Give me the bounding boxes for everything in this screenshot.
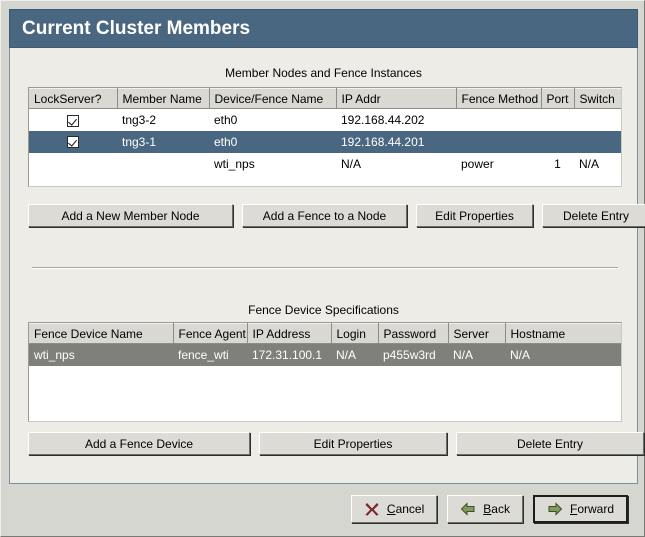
fence-devices-table[interactable]: Fence Device Name Fence Agent IP Address… <box>28 322 622 422</box>
cell-ip-addr: N/A <box>336 152 456 175</box>
dialog-content: Member Nodes and Fence Instances LockSer… <box>9 48 645 484</box>
cell-lockserver[interactable] <box>29 108 117 131</box>
back-button[interactable]: Back <box>447 494 523 523</box>
delete-entry-member-button[interactable]: Delete Entry <box>542 204 645 227</box>
member-nodes-grid: LockServer? Member Name Device/Fence Nam… <box>29 88 621 175</box>
cancel-button-label: Cancel <box>387 502 424 516</box>
cancel-mnemonic: C <box>386 501 396 516</box>
cell-ip-address: 172.31.100.1 <box>247 343 331 366</box>
col-header-switch[interactable]: Switch <box>574 88 621 109</box>
cancel-button[interactable]: Cancel <box>350 494 438 523</box>
cell-port <box>541 130 574 153</box>
fence-table-header-row: Fence Device Name Fence Agent IP Address… <box>29 323 621 344</box>
delete-entry-fence-button[interactable]: Delete Entry <box>456 432 644 455</box>
member-section-buttons: Add a New Member Node Add a Fence to a N… <box>28 204 645 227</box>
cell-fence-agent: fence_wti <box>173 343 247 366</box>
add-new-member-node-button[interactable]: Add a New Member Node <box>28 204 233 227</box>
col-header-fence-device-name[interactable]: Fence Device Name <box>29 323 174 344</box>
cell-server: N/A <box>448 343 505 366</box>
member-nodes-table[interactable]: LockServer? Member Name Device/Fence Nam… <box>28 87 622 187</box>
cell-fence-method <box>456 108 541 131</box>
cell-fence-method: power <box>456 152 541 175</box>
cell-switch: N/A <box>574 152 621 175</box>
lockserver-checkbox[interactable] <box>67 114 79 127</box>
col-header-password[interactable]: Password <box>378 323 449 344</box>
back-button-label: Back <box>483 502 510 516</box>
cell-fence-device-name: wti_nps <box>29 343 173 366</box>
fence-section-buttons: Add a Fence Device Edit Properties Delet… <box>28 432 644 455</box>
cell-device-fence-name: eth0 <box>209 108 336 131</box>
back-mnemonic: B <box>483 501 492 516</box>
arrow-right-icon <box>547 501 563 517</box>
forward-suffix: orward <box>577 501 614 516</box>
arrow-left-icon <box>460 501 476 517</box>
cell-port: 1 <box>541 152 574 175</box>
cell-hostname: N/A <box>505 343 621 366</box>
fence-section-caption: Fence Device Specifications <box>248 303 399 317</box>
cell-member-name: tng3-1 <box>117 130 209 153</box>
cell-device-fence-name: eth0 <box>209 130 336 153</box>
col-header-device-fence-name[interactable]: Device/Fence Name <box>209 88 337 109</box>
cancel-suffix: ancel <box>395 501 425 516</box>
cell-login: N/A <box>331 343 378 366</box>
forward-button[interactable]: Forward <box>532 494 628 523</box>
add-fence-device-button[interactable]: Add a Fence Device <box>28 432 250 455</box>
table-row[interactable]: wti_nps N/A power 1 N/A <box>29 152 621 175</box>
cell-ip-addr: 192.168.44.201 <box>336 130 456 153</box>
member-section-caption-wrap: Member Nodes and Fence Instances <box>10 66 637 80</box>
col-header-lockserver[interactable]: LockServer? <box>29 88 118 109</box>
member-table-header-row: LockServer? Member Name Device/Fence Nam… <box>29 88 621 109</box>
forward-button-label: Forward <box>570 502 614 516</box>
cell-lockserver <box>29 152 117 175</box>
cell-password: p455w3rd <box>378 343 448 366</box>
cell-lockserver[interactable] <box>29 130 117 153</box>
table-row[interactable]: tng3-2 eth0 192.168.44.202 <box>29 108 621 131</box>
dialog-action-bar: Cancel Back Forward <box>9 487 638 530</box>
back-suffix: ack <box>491 501 510 516</box>
col-header-ip-address[interactable]: IP Address <box>247 323 332 344</box>
edit-properties-member-button[interactable]: Edit Properties <box>416 204 533 227</box>
cell-device-fence-name: wti_nps <box>209 152 336 175</box>
cell-ip-addr: 192.168.44.202 <box>336 108 456 131</box>
member-section-caption: Member Nodes and Fence Instances <box>225 66 422 80</box>
table-row[interactable]: tng3-1 eth0 192.168.44.201 <box>29 130 621 153</box>
table-row[interactable]: wti_nps fence_wti 172.31.100.1 N/A p455w… <box>29 343 621 366</box>
fence-section-caption-wrap: Fence Device Specifications <box>10 303 637 317</box>
cell-port <box>541 108 574 131</box>
col-header-ip-addr[interactable]: IP Addr <box>336 88 457 109</box>
cancel-x-icon <box>364 501 380 517</box>
col-header-login[interactable]: Login <box>331 323 379 344</box>
lockserver-checkbox[interactable] <box>67 136 79 149</box>
add-fence-to-node-button[interactable]: Add a Fence to a Node <box>242 204 407 227</box>
forward-mnemonic: F <box>569 501 578 516</box>
section-divider <box>32 267 618 269</box>
fence-devices-grid: Fence Device Name Fence Agent IP Address… <box>29 323 621 366</box>
col-header-server[interactable]: Server <box>448 323 506 344</box>
cell-member-name: tng3-2 <box>117 108 209 131</box>
dialog-titlebar: Current Cluster Members <box>9 9 638 48</box>
page-title: Current Cluster Members <box>22 17 251 39</box>
cell-switch <box>574 130 621 153</box>
cell-member-name <box>117 152 209 175</box>
col-header-fence-method[interactable]: Fence Method <box>456 88 542 109</box>
col-header-member-name[interactable]: Member Name <box>117 88 210 109</box>
edit-properties-fence-button[interactable]: Edit Properties <box>259 432 447 455</box>
col-header-fence-agent[interactable]: Fence Agent <box>173 323 248 344</box>
cell-fence-method <box>456 130 541 153</box>
cell-switch <box>574 108 621 131</box>
col-header-hostname[interactable]: Hostname <box>505 323 621 344</box>
col-header-port[interactable]: Port <box>541 88 575 109</box>
